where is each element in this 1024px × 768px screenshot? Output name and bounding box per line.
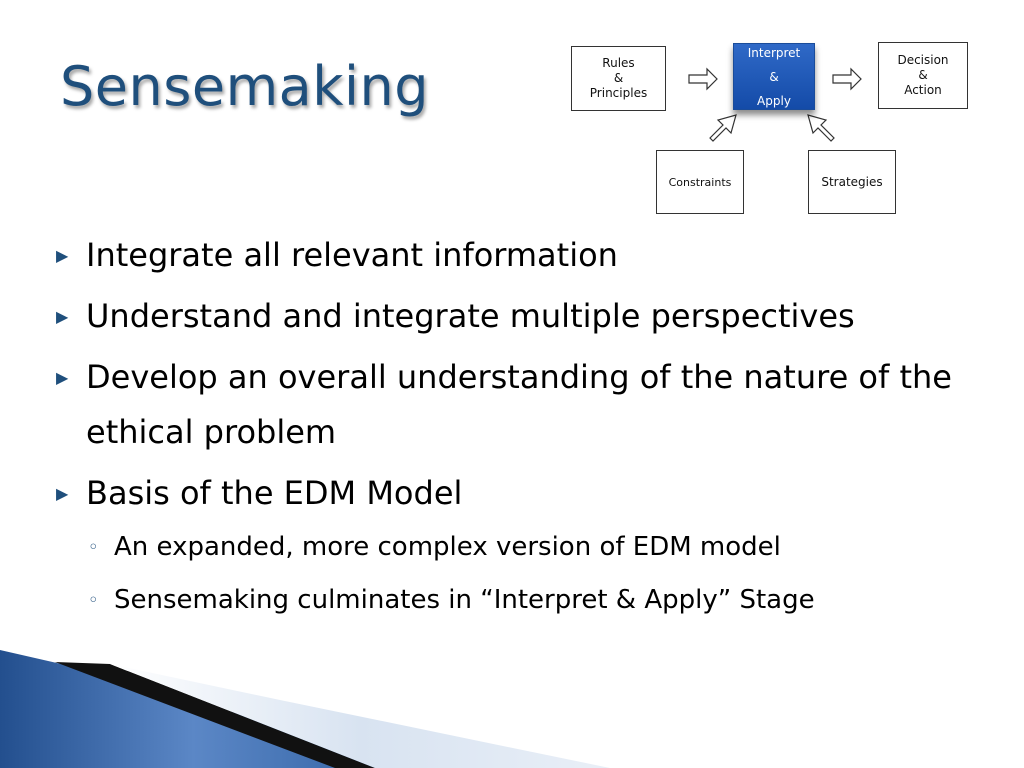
triangle-right-icon: ▶ [56, 246, 69, 265]
triangle-right-icon: ▶ [56, 307, 69, 326]
strategies-box: Strategies [808, 150, 896, 214]
sub-bullet-text: Sensemaking culminates in “Interpret & A… [114, 585, 815, 615]
bullet-text: Develop an overall understanding of the … [86, 358, 952, 451]
arrow-up-left-icon [807, 114, 835, 142]
slide-title: Sensemaking [60, 55, 430, 118]
constraints-box: Constraints [656, 150, 744, 214]
strategies-label: Strategies [821, 174, 883, 189]
bullet-item: ▶ Develop an overall understanding of th… [56, 350, 986, 460]
apply-label: Apply [757, 93, 791, 108]
sub-bullet-text: An expanded, more complex version of EDM… [114, 532, 781, 562]
decision-ampersand: & [918, 68, 928, 82]
circle-outline-icon: ◦ [88, 590, 99, 611]
arrow-up-right-icon [709, 114, 737, 142]
rules-label: Rules [602, 56, 635, 70]
principles-label: Principles [589, 86, 648, 100]
bullet-item: ▶ Understand and integrate multiple pers… [56, 289, 986, 344]
interpret-label: Interpret [747, 45, 801, 60]
arrow-right-icon [688, 67, 718, 91]
constraints-label: Constraints [668, 175, 732, 189]
circle-outline-icon: ◦ [88, 537, 99, 558]
interpret-apply-box: Interpret & Apply [733, 43, 815, 110]
bullet-list: ▶ Integrate all relevant information ▶ U… [56, 228, 986, 627]
arrow-right-icon [832, 67, 862, 91]
triangle-right-icon: ▶ [56, 484, 69, 503]
triangle-right-icon: ▶ [56, 368, 69, 387]
bullet-item: ▶ Integrate all relevant information [56, 228, 986, 283]
diagram-arrows [688, 67, 862, 142]
sub-bullet-item: ◦ Sensemaking culminates in “Interpret &… [56, 574, 986, 627]
bullet-text: Integrate all relevant information [86, 236, 618, 274]
bullet-text: Basis of the EDM Model [86, 474, 463, 512]
sub-bullet-item: ◦ An expanded, more complex version of E… [56, 521, 986, 574]
decision-label: Decision [897, 53, 949, 67]
bullet-text: Understand and integrate multiple perspe… [86, 297, 855, 335]
rules-principles-box: Rules & Principles [571, 46, 666, 111]
rules-ampersand: & [613, 71, 624, 85]
interpret-ampersand: & [769, 69, 779, 84]
sensemaking-diagram: Rules & Principles Interpret & Apply Dec… [566, 38, 974, 218]
decision-action-box: Decision & Action [878, 42, 968, 109]
action-label: Action [904, 83, 942, 97]
bullet-item: ▶ Basis of the EDM Model [56, 466, 986, 521]
